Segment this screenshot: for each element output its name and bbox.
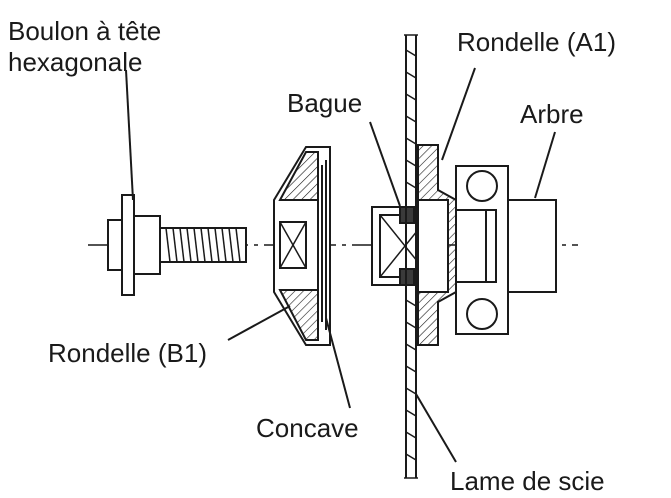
bolt-threads (165, 227, 241, 263)
bearing-ball-bottom (466, 298, 498, 330)
label-ring: Bague (287, 88, 362, 118)
bolt-head-right (133, 215, 161, 275)
leader-washer-b1 (227, 305, 291, 341)
leader-saw-blade (415, 393, 457, 463)
washer-b1 (273, 146, 331, 346)
bearing-ball-top (466, 170, 498, 202)
bolt-flange (121, 194, 135, 296)
leader-washer-a1 (441, 67, 476, 161)
label-hex-bolt-line1: Boulon à tête (8, 16, 161, 46)
washer-a1 (417, 144, 457, 346)
washer-b1-hatch-bottom (278, 289, 319, 341)
shaft-body (507, 199, 557, 293)
leader-lines (125, 67, 556, 463)
shaft-inner (455, 209, 497, 283)
label-hex-bolt-line2: hexagonale (8, 47, 142, 77)
shaft (455, 165, 557, 335)
saw-teeth (405, 49, 417, 461)
label-concave: Concave (256, 413, 359, 443)
label-saw-blade: Lame de scie (450, 466, 605, 496)
hex-bolt (107, 194, 247, 296)
leader-hex-bolt (125, 69, 134, 201)
washer-a1-bore (417, 199, 449, 293)
label-washer-b1: Rondelle (B1) (48, 338, 207, 368)
leader-ring (369, 121, 401, 207)
label-shaft: Arbre (520, 99, 584, 129)
saw-blade (404, 34, 418, 479)
washer-b1-hatch-top (278, 151, 319, 201)
leader-concave (325, 317, 351, 409)
bolt-head-left (107, 219, 123, 271)
leader-shaft (534, 131, 556, 199)
label-washer-a1: Rondelle (A1) (457, 27, 616, 57)
